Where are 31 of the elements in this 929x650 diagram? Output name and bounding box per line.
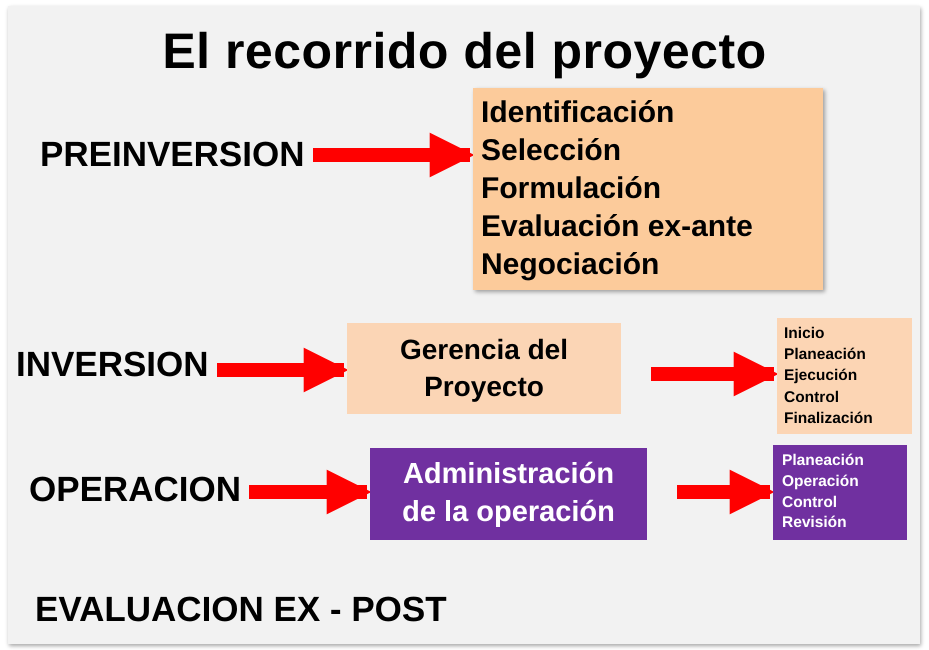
arrow <box>313 132 474 178</box>
text-box <box>773 445 907 540</box>
stage-label: PREINVERSION <box>40 135 304 175</box>
list-item: Ejecución <box>784 366 858 386</box>
list-item: Control <box>782 492 838 512</box>
list-item: Control <box>784 388 840 408</box>
arrow <box>217 348 348 392</box>
list-item: Revisión <box>782 513 847 534</box>
list-item: Inicio <box>784 324 824 344</box>
list-item: Planeación <box>782 450 864 471</box>
arrow <box>651 352 778 396</box>
text-box <box>347 323 621 414</box>
list-item: Negociación <box>481 247 660 284</box>
stage-label: OPERACION <box>29 470 241 510</box>
list-item: Finalización <box>784 409 873 430</box>
list-item: Evaluación ex-ante <box>481 209 753 246</box>
text-box <box>473 88 823 290</box>
arrow <box>677 470 774 514</box>
arrow <box>249 470 372 514</box>
box-text: Gerencia del Proyecto <box>398 333 570 404</box>
stage-label: INVERSION <box>16 345 209 385</box>
text-box <box>777 318 912 434</box>
box-text: Administración de la operación <box>401 457 616 530</box>
list-item: Operación <box>782 472 859 492</box>
title: El recorrido del proyecto <box>161 22 768 80</box>
stage-label: EVALUACION EX - POST <box>35 590 447 630</box>
list-item: Planeación <box>784 344 866 365</box>
list-item: Identificación <box>481 94 674 131</box>
list-item: Formulación <box>481 170 662 207</box>
list-item: Selección <box>481 132 622 169</box>
text-box <box>370 448 647 540</box>
